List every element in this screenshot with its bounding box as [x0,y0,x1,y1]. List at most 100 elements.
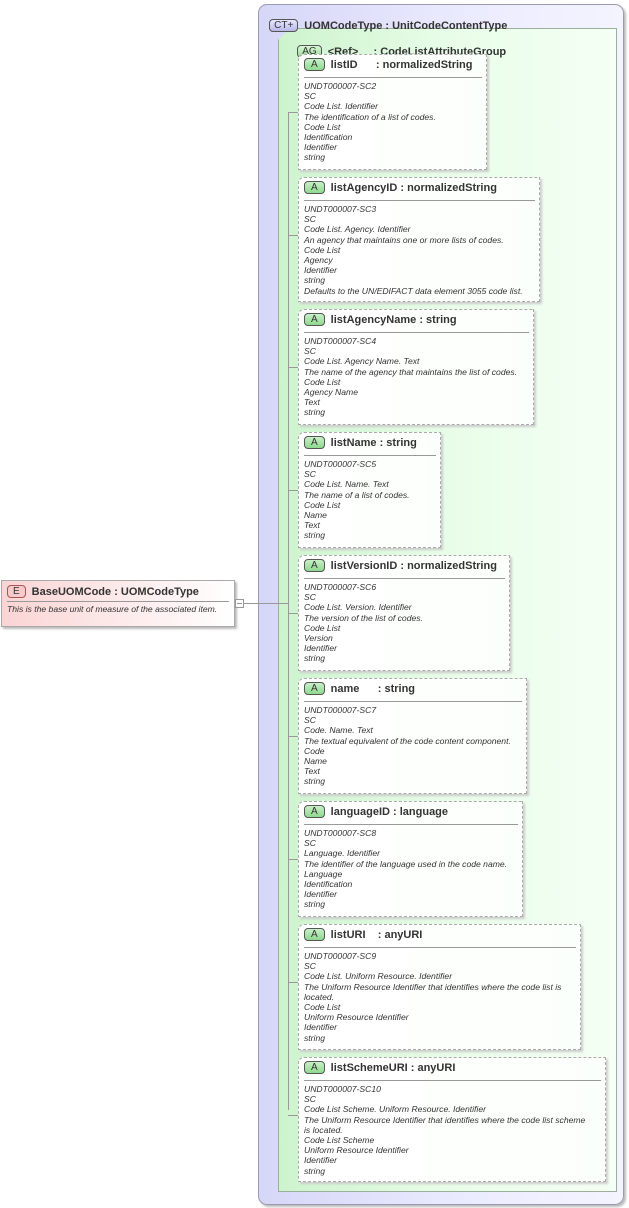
connector-line [288,112,298,113]
attribute-title: name : string [330,683,416,695]
connector-line [288,859,298,860]
attribute-doc-line: Code List [304,376,341,387]
attribute-doc-line: string [304,275,326,286]
attribute-title: listName : string [330,437,417,449]
attribute-title: listID : normalizedString [330,59,473,71]
attribute-doc-line: Language [304,868,343,879]
attribute-doc-line: Language. Identifier [304,848,380,859]
attribute-title: listURI : anyURI [330,929,423,941]
attribute-title: listAgencyID : normalizedString [330,182,497,194]
attribute-doc-line: string [304,1165,326,1176]
attribute-icon: A [304,805,325,818]
attribute-doc-line: Uniform Resource Identifier [304,1145,409,1156]
connector-line [288,982,298,983]
attribute-title: listAgencyName : string [330,314,457,326]
attribute-doc-line: The identifier of the language used in t… [304,858,508,869]
attribute-doc-line: Code List [304,121,341,132]
attribute-doc-line: SC [304,838,316,849]
attribute-doc-line: string [304,1032,326,1043]
attribute-doc-line: Identification [304,132,353,143]
attribute-doc-line: Identifier [304,142,337,153]
attribute-doc-line: UNDT000007-SC10 [304,1084,381,1094]
complex-type-icon: CT+ [269,19,299,32]
connector-line [288,367,298,368]
attribute-doc-line: Identifier [304,265,337,276]
connector-line [288,490,298,491]
attribute-doc-line: Version [304,633,333,644]
collapse-toggle[interactable] [235,599,244,608]
attribute-doc-line: SC [304,214,316,225]
attribute-doc-line: The Uniform Resource Identifier that ide… [304,981,562,992]
attribute-doc-line: Identifier [304,1022,337,1033]
attribute-doc-line: Code List [304,499,341,510]
connector-line [288,112,289,1110]
complex-type-header: CT+UOMCodeType : UnitCodeContentType [263,7,507,32]
attribute-icon: A [304,1061,325,1074]
attribute-title: languageID : language [330,806,449,818]
attribute-icon: A [304,928,325,941]
attribute-doc-line: string [304,899,326,910]
attribute-doc-line: Identifier [304,643,337,654]
attribute-doc-line: UNDT000007-SC3 [304,204,377,214]
attribute-doc-line: Code List. Identifier [304,101,379,112]
attribute-doc-line: Code List Scheme. Uniform Resource. Iden… [304,1104,486,1115]
attribute-doc-line: Code List [304,622,341,633]
attribute-doc-line: UNDT000007-SC5 [304,459,377,469]
attribute-doc-line: Code List. Uniform Resource. Identifier [304,971,453,982]
attribute-icon: A [304,58,325,71]
connector-line [288,235,298,236]
element-description: This is the base unit of measure of the … [7,604,218,614]
attribute-title: listSchemeURI : anyURI [330,1062,456,1074]
attribute-doc-line: Code List. Name. Text [304,479,389,490]
attribute-doc-line: UNDT000007-SC8 [304,828,377,838]
attribute-doc-line: The name of the agency that maintains th… [304,366,518,377]
connector-line [288,736,298,737]
attribute-doc-line: Text [304,397,320,408]
attribute-doc-line: Code List [304,1002,341,1013]
attribute-doc-line: Identifier [304,1155,337,1166]
attribute-doc-line: Name [304,756,327,767]
attribute-doc-line: is located. [304,1124,343,1135]
attribute-title: listVersionID : normalizedString [330,560,497,572]
attribute-doc-line: Code List Scheme [304,1135,375,1146]
attribute-doc-line: UNDT000007-SC2 [304,81,377,91]
attribute-doc-line: Agency Name [304,387,358,398]
attribute-doc-line: Code List [304,244,341,255]
attribute-doc-line: Code List. Agency. Identifier [304,224,411,235]
attribute-icon: A [304,313,325,326]
attribute-doc-line: Text [304,766,320,777]
attribute-doc-line: Code List. Agency Name. Text [304,356,420,367]
attribute-doc-line: UNDT000007-SC7 [304,705,377,715]
attribute-doc-line: SC [304,715,316,726]
attribute-doc-line: Text [304,520,320,531]
attribute-doc-line: The name of a list of codes. [304,489,410,500]
attribute-icon: A [304,559,325,572]
attribute-icon: A [304,682,325,695]
attribute-doc-line: string [304,653,326,664]
attribute-doc-line: The version of the list of codes. [304,612,423,623]
attribute-doc-line: SC [304,961,316,972]
attribute-doc-line: Uniform Resource Identifier [304,1012,409,1023]
attribute-doc-line: SC [304,91,316,102]
attribute-doc-line: string [304,530,326,541]
attribute-doc-line: Defaults to the UN/EDIFACT data element … [304,285,523,296]
attribute-doc-line: The identification of a list of codes. [304,111,436,122]
